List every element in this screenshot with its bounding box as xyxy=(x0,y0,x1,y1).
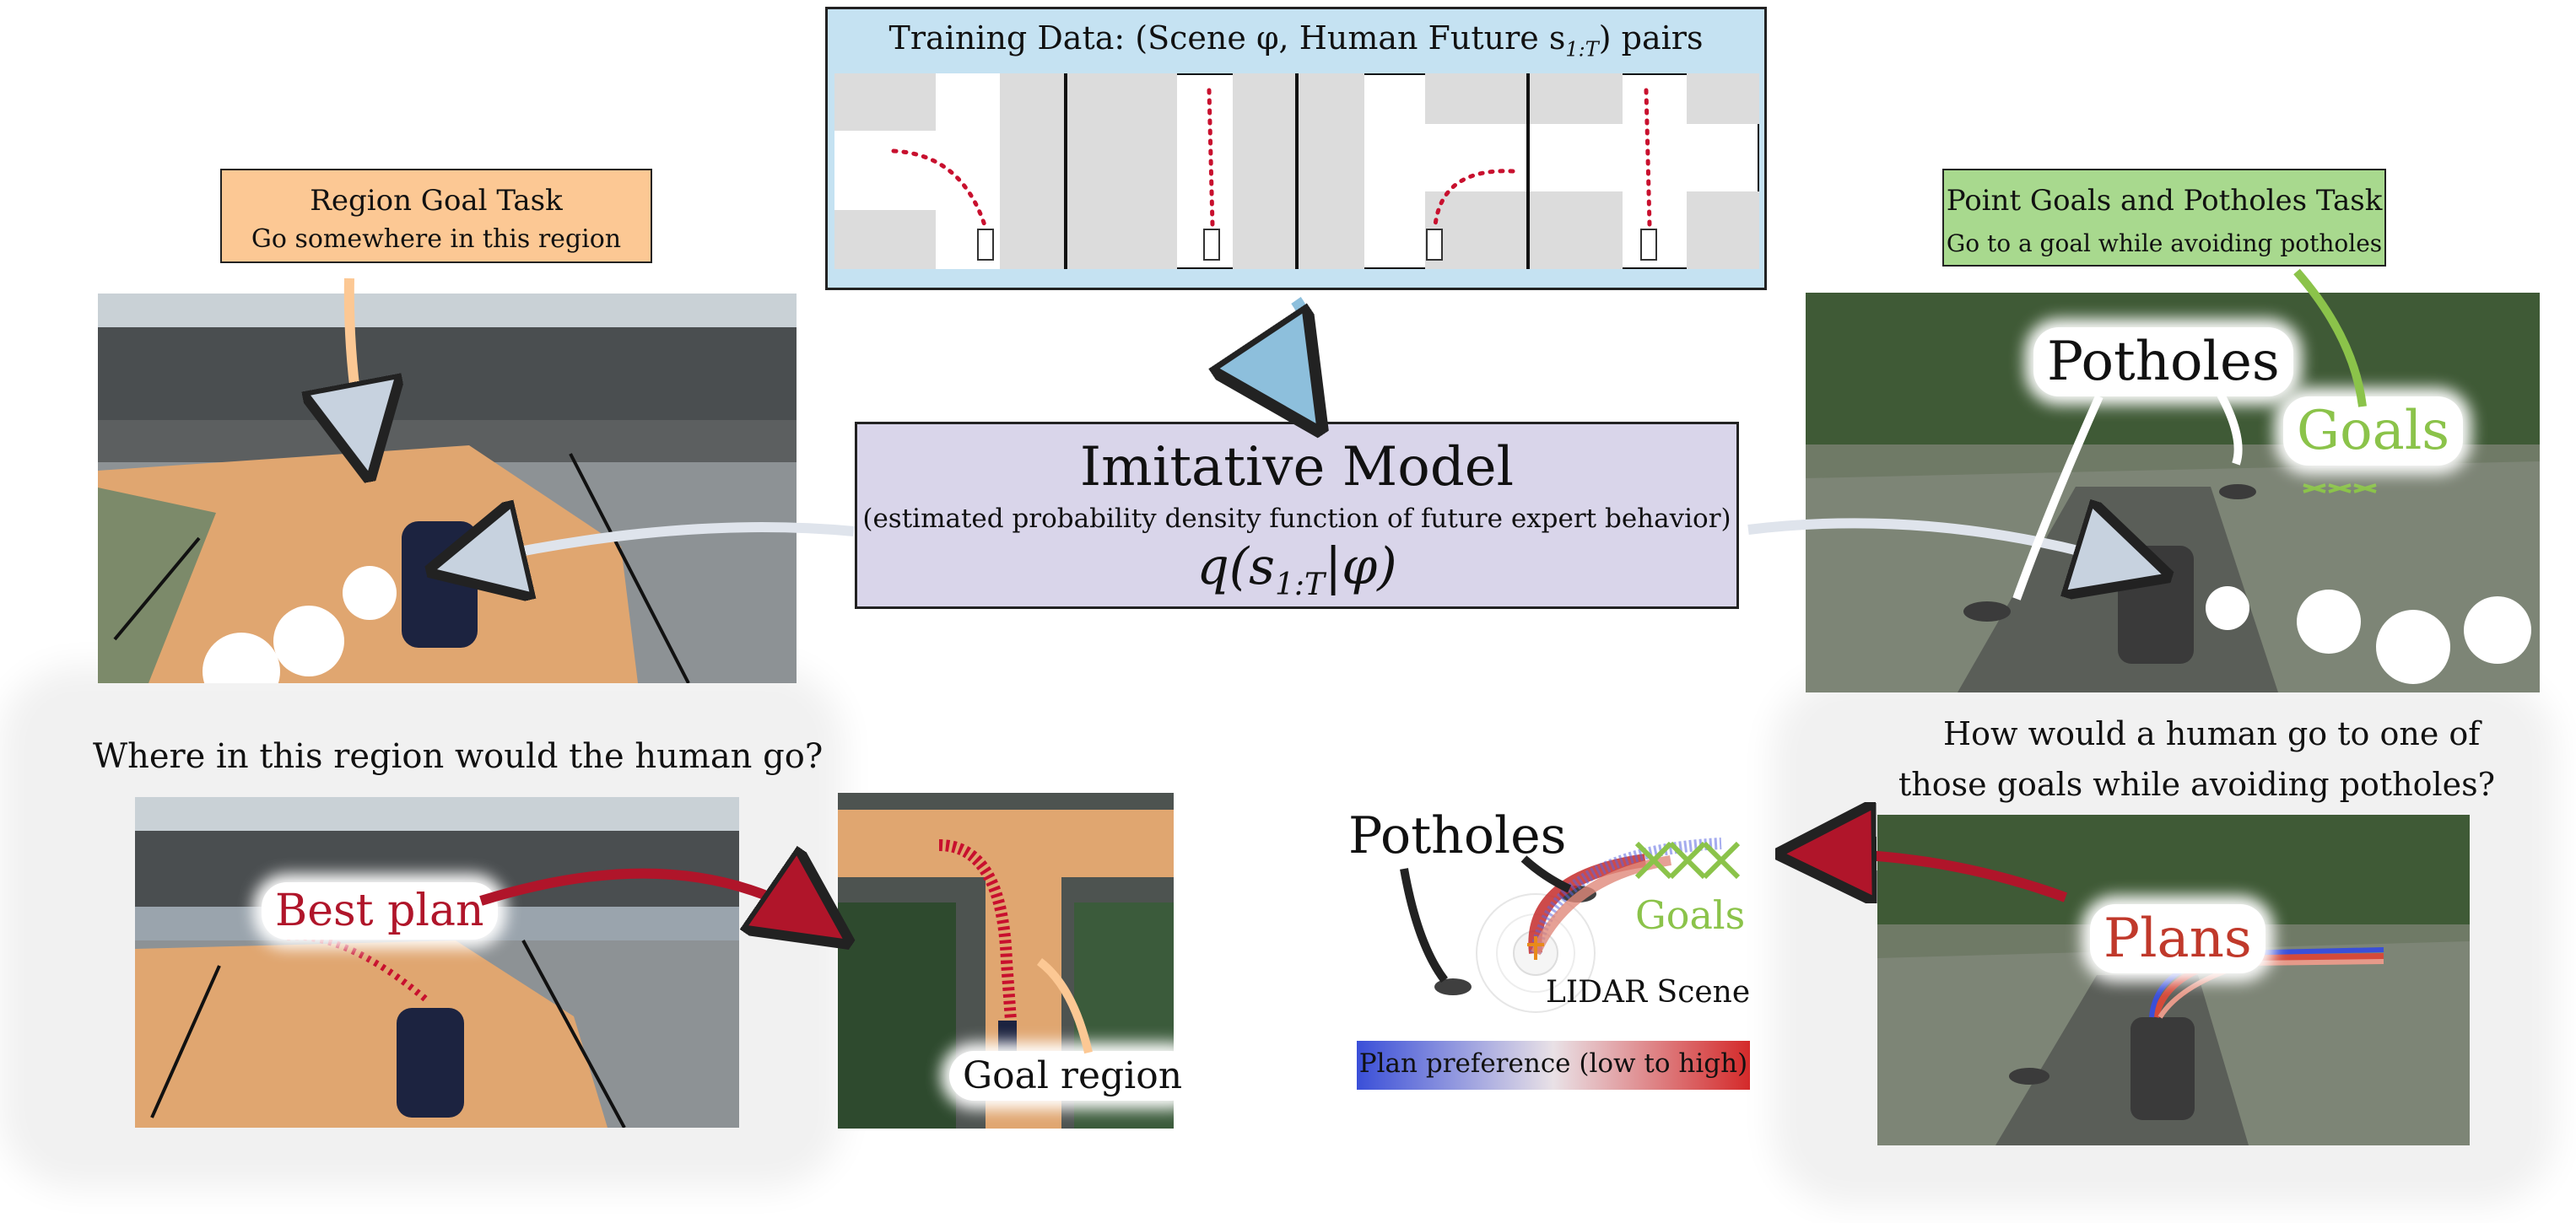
arrow-model-to-potholes xyxy=(1747,523,2143,568)
arrow-plans-to-lidar xyxy=(1806,854,2068,897)
training-scene-2 xyxy=(1067,73,1295,269)
training-scene-1 xyxy=(834,73,1064,269)
region-question: Where in this region would the human go? xyxy=(93,737,824,776)
training-scene-4 xyxy=(1530,73,1759,269)
colorbar-label: Plan preference (low to high) xyxy=(1358,1048,1748,1079)
arrow-goal-region-pointer xyxy=(1036,958,1093,1054)
arrow-potholes-label xyxy=(2012,394,2103,601)
imitative-model-box: Imitative Model (estimated probability d… xyxy=(855,422,1739,609)
arrow-lidar-potholes xyxy=(1400,868,1449,983)
model-subtitle: (estimated probability density function … xyxy=(862,504,1731,534)
point-task-subtitle: Go to a goal while avoiding potholes xyxy=(1946,229,2383,257)
goal-region-label: Goal region xyxy=(949,1051,1196,1101)
training-scene-3 xyxy=(1299,73,1526,269)
arrow-training-to-model xyxy=(1294,296,1308,405)
point-task-title: Point Goals and Potholes Task xyxy=(1946,184,2383,218)
arrow-best-plan-to-goal xyxy=(479,874,827,928)
region-task-title: Region Goal Task xyxy=(310,184,563,218)
lidar-potholes-label: Potholes xyxy=(1348,806,1567,865)
best-plan-label: Best plan xyxy=(262,882,498,940)
region-goal-task-box: Region Goal Task Go somewhere in this re… xyxy=(220,169,652,263)
lidar-scene-label: LIDAR Scene xyxy=(1546,975,1751,1010)
training-data-box: Training Data: (Scene φ, Human Future s1… xyxy=(825,7,1767,290)
arrow-region-box-to-scene xyxy=(349,277,365,452)
goals-label-top: Goals xyxy=(2283,396,2464,466)
lidar-goals-label: Goals xyxy=(1635,892,1746,938)
lidar-plan-visualization xyxy=(1434,838,1741,1013)
point-question-line2: those goals while avoiding potholes? xyxy=(1898,766,2496,803)
best-plan-scene xyxy=(135,797,739,1128)
training-scenes-strip xyxy=(834,73,1759,269)
point-question-line1: How would a human go to one of xyxy=(1943,715,2481,752)
arrow-model-to-region xyxy=(456,527,855,565)
region-task-subtitle: Go somewhere in this region xyxy=(251,224,622,254)
point-goals-task-box: Point Goals and Potholes Task Go to a go… xyxy=(1942,169,2386,267)
potholes-label-top: Potholes xyxy=(2033,327,2293,396)
training-data-title: Training Data: (Scene φ, Human Future s1… xyxy=(888,19,1704,62)
arrow-point-box-to-goals xyxy=(2293,268,2367,407)
plans-label: Plans xyxy=(2090,904,2265,973)
model-formula: q(s1:T|φ) xyxy=(1196,537,1397,602)
plan-preference-colorbar: Plan preference (low to high) xyxy=(1357,1041,1750,1090)
model-title: Imitative Model xyxy=(1079,436,1515,498)
